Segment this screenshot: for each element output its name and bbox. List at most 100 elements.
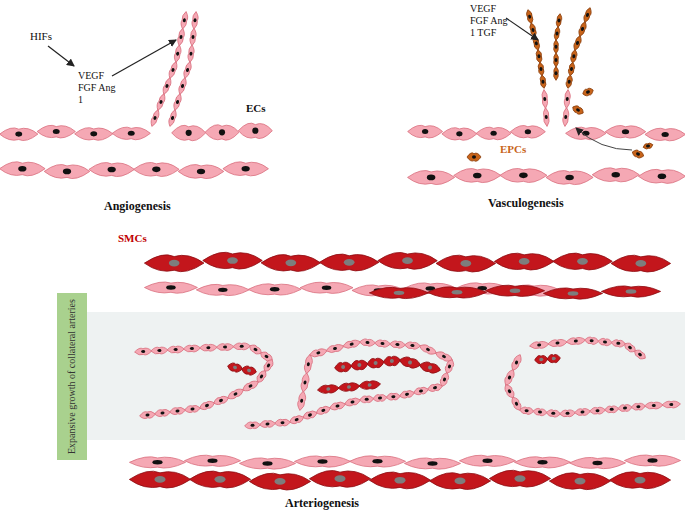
cell	[582, 87, 595, 97]
cell	[297, 391, 307, 412]
cell-body	[638, 169, 685, 183]
nucleus	[252, 128, 258, 134]
cell	[592, 168, 639, 182]
cell-body	[342, 339, 361, 350]
cell	[418, 343, 438, 357]
cell-body	[427, 287, 486, 298]
cell	[389, 341, 405, 349]
nucleus	[186, 130, 192, 136]
cell-body	[187, 45, 195, 63]
cell	[167, 346, 184, 354]
cell	[383, 355, 401, 367]
cell	[548, 339, 568, 348]
nucleus	[170, 116, 174, 121]
nucleus	[460, 260, 471, 267]
cell	[553, 253, 613, 270]
cell-body	[566, 337, 586, 346]
cell-body	[223, 162, 269, 176]
cell	[309, 347, 328, 358]
cell	[315, 405, 331, 417]
cell	[404, 342, 420, 350]
cell	[227, 362, 243, 373]
cell-body	[562, 107, 569, 126]
nucleus	[635, 260, 646, 267]
cell-body	[554, 40, 559, 54]
cell-body	[601, 286, 660, 297]
nucleus	[519, 173, 527, 179]
cell-body	[155, 93, 167, 112]
cell-layer	[0, 7, 685, 490]
cell-body	[367, 357, 385, 369]
cell-body	[309, 470, 370, 487]
cell-body	[249, 473, 310, 490]
nucleus	[179, 35, 183, 40]
nucleus	[185, 68, 189, 73]
factor-label: HIFs	[30, 30, 52, 43]
cell	[436, 255, 496, 272]
cell-body	[302, 409, 318, 421]
nucleus	[669, 403, 673, 406]
cell-body	[569, 457, 625, 468]
cell	[408, 171, 455, 185]
cell-body	[178, 165, 224, 179]
cell	[589, 407, 605, 415]
nucleus	[152, 460, 162, 464]
cell	[559, 409, 575, 417]
migration-arrow	[576, 128, 632, 150]
cell	[369, 472, 430, 489]
nucleus	[603, 340, 607, 343]
cell	[399, 389, 415, 399]
nucleus	[442, 354, 447, 358]
cell	[75, 128, 113, 141]
nucleus	[507, 389, 512, 394]
nucleus	[205, 403, 210, 407]
cell-body	[369, 472, 430, 489]
cell	[155, 93, 167, 112]
cell-body	[618, 404, 633, 412]
nucleus	[557, 18, 561, 22]
cell-body	[239, 458, 295, 469]
nucleus	[428, 365, 433, 370]
cell-body	[288, 414, 304, 426]
cell-body	[196, 284, 249, 295]
cell-body	[0, 162, 45, 176]
cell	[303, 354, 313, 375]
nucleus	[227, 257, 238, 264]
cell-label: SMCs	[118, 232, 147, 245]
growth-factor-list: VEGF FGF Ang 1 TGF	[470, 3, 514, 39]
nucleus	[63, 169, 71, 175]
cell-body	[429, 473, 490, 490]
nucleus	[395, 343, 399, 346]
nucleus	[427, 461, 437, 465]
background-panel	[57, 312, 685, 440]
cell-body	[662, 401, 681, 409]
cell-body	[624, 455, 680, 466]
cell	[554, 53, 559, 67]
cell-body	[556, 13, 563, 27]
cell-body	[112, 127, 150, 140]
nucleus	[555, 45, 558, 49]
cell	[178, 165, 224, 179]
nucleus	[250, 424, 254, 427]
cell	[180, 11, 189, 30]
nucleus	[347, 385, 351, 389]
cell	[535, 49, 543, 63]
nucleus	[541, 79, 545, 83]
cell	[367, 357, 385, 369]
cell	[172, 125, 206, 140]
cell	[568, 62, 576, 76]
cell-body	[642, 142, 653, 150]
nucleus	[555, 31, 559, 35]
nucleus	[652, 404, 656, 407]
cell-body	[645, 128, 685, 141]
cell	[618, 404, 633, 412]
cell-body	[274, 418, 290, 426]
cell-body	[248, 284, 301, 295]
cell-body	[541, 89, 548, 108]
cell-body	[373, 394, 388, 402]
nucleus	[189, 52, 192, 56]
cell-body	[572, 35, 583, 52]
nucleus	[274, 478, 285, 485]
cell-body	[554, 53, 559, 67]
cell	[427, 287, 486, 298]
